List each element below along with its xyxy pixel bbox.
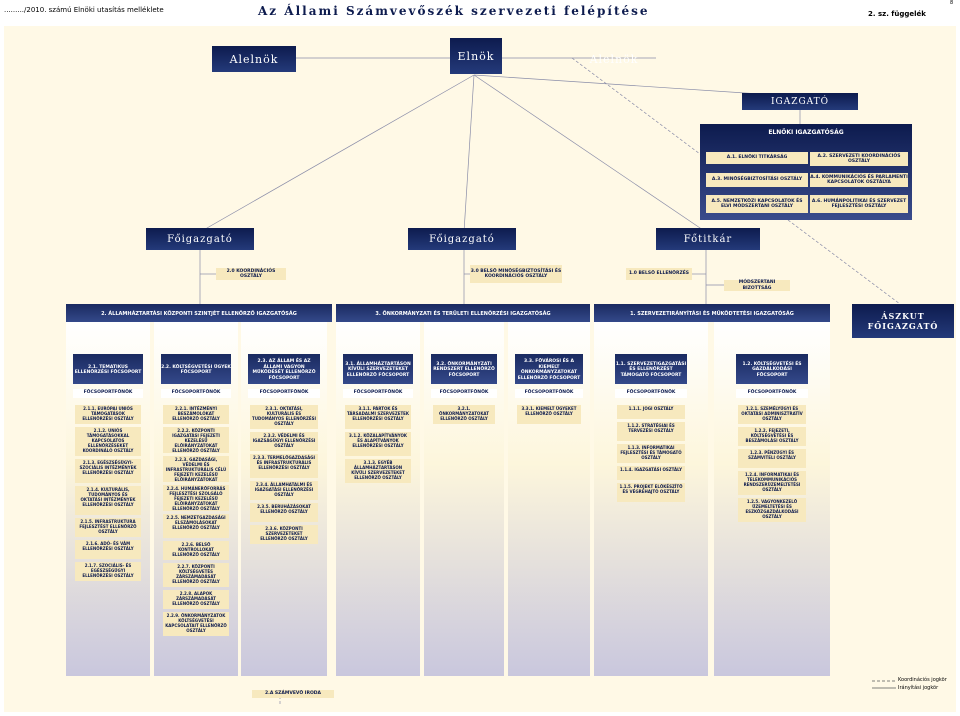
department-box: 2.1.7. SZOCIÁLIS- ÉS EGÉSZSÉGÜGYI ELLENŐ… <box>75 562 141 581</box>
directorate-1: 1. SZERVEZETIRÁNYÍTÁSI ÉS MŰKÖDTETÉSI IG… <box>594 304 830 322</box>
group-head: 1.2. KÖLTSÉGVETÉSI ÉS GAZDÁLKODÁSI FŐCSO… <box>736 354 808 384</box>
department-box: 2.1.4. KULTURÁLIS, TUDOMÁNYOS ÉS OKTATÁS… <box>75 486 141 515</box>
legend-iranyit: Irányítási jogkör <box>898 685 939 691</box>
staff-unit-koord: 2.0 KOORDINÁCIÓS OSZTÁLY <box>216 268 286 280</box>
alelnok-left-box: Alelnök <box>212 46 296 72</box>
elnoki-unit: A.3. MINŐSÉGBIZTOSÍTÁSI OSZTÁLY <box>706 173 808 187</box>
department-box: 2.2.1. INTÉZMÉNYI BESZÁMOLÓKAT ELLENŐRZŐ… <box>163 405 229 424</box>
group-leader-label: FŐCSOPORTFŐNÖK <box>343 389 413 398</box>
szamvevo-iroda: 2.A SZÁMVEVŐ IRODA <box>252 690 334 698</box>
alelnok-right-box: Alelnök <box>589 52 639 66</box>
appendix-label: 2. sz. függelék <box>868 10 926 18</box>
department-box: 1.2.2. FEJEZETI, KÖLTSÉGVETÉSI ÉS BESZÁM… <box>738 427 806 446</box>
elnoki-unit: A.4. KOMMUNIKÁCIÓS ÉS PARLAMENTI KAPCSOL… <box>810 173 908 187</box>
group-head: 1.1. SZERVEZETIGAZGATÁSI ÉS ELLENŐRZÉST … <box>615 354 687 384</box>
fotitkar-box: Főtitkár <box>656 228 760 250</box>
department-box: 1.2.4. INFORMATIKAI ÉS TELEKOMMUNIKÁCIÓS… <box>738 471 806 495</box>
staff-unit-modszertani: MÓDSZERTANI BIZOTTSÁG <box>724 280 790 291</box>
elnoki-unit: A.1. ELNÖKI TITKÁRSÁG <box>706 152 808 164</box>
foigazgato-left-box: Főigazgató <box>146 228 254 250</box>
group-head: 3.1. ÁLLAMHÁZTARTÁSON KÍVÜLI SZERVEZETEK… <box>343 354 413 384</box>
group-head: 2.2. KÖLTSÉGVETÉSI ÜGYEK FŐCSOPORT <box>161 354 231 384</box>
directorate-3: 3. ÖNKORMÁNYZATI ÉS TERÜLETI ELLENŐRZÉSI… <box>336 304 590 322</box>
department-box: 2.1.3. EGÉSZSÉGÜGYI-SZOCIÁLIS INTÉZMÉNYE… <box>75 459 141 483</box>
department-box: 2.3.4. ÁLLAMHATALMI ÉS IGAZGATÁSI ELLENŐ… <box>250 481 318 500</box>
document-reference: ........./2010. számú Elnöki utasítás me… <box>4 6 164 14</box>
department-box: 2.2.4. HUMÁNERŐFORRÁS FEJLESZTÉSI SZOLGÁ… <box>163 485 229 511</box>
department-box: 2.2.9. ÖNKORMÁNYZATOK KÖLTSÉGVETÉSI KAPC… <box>163 612 229 636</box>
department-box: 1.1.3. INFORMATIKAI FEJLESZTÉSI ÉS TÁMOG… <box>617 444 685 463</box>
department-box: 2.1.1. EURÓPAI UNIÓS TÁMOGATÁSOK ELLENŐR… <box>75 405 141 424</box>
department-box: 2.1.6. ADÓ- ÉS VÁM ELLENŐRZÉSI OSZTÁLY <box>75 540 141 559</box>
department-box: 2.2.2. KÖZPONTI IGAZGATÁSI FEJEZETI KEZE… <box>163 427 229 453</box>
department-box: 2.3.2. VÉDELMI ÉS IGAZSÁGÜGYI ELLENŐRZÉS… <box>250 432 318 451</box>
department-box: 3.1.1. PÁRTOK ÉS TÁRSADALMI SZERVEZETEK … <box>345 405 411 429</box>
elnoki-unit: A.6. HUMÁNPOLITIKAI ÉS SZERVEZET FEJLESZ… <box>810 195 908 213</box>
elnoki-unit: A.2. SZERVEZETI KOORDINÁCIÓS OSZTÁLY <box>810 152 908 166</box>
department-box: 3.2.1. ÖNKORMÁNYZATOKAT ELLENŐRZŐ OSZTÁL… <box>433 405 495 424</box>
department-box: 1.2.5. VAGYONKEZELŐ ÜZEMELTETÉSI ÉS ESZK… <box>738 498 806 522</box>
group-leader-label: FŐCSOPORTFŐNÖK <box>73 389 143 398</box>
department-box: 2.3.5. BERUHÁZÁSOKAT ELLENŐRZŐ OSZTÁLY <box>250 503 318 522</box>
igazgato-box: IGAZGATÓ <box>742 93 858 110</box>
group-leader-label: FŐCSOPORTFŐNÖK <box>515 389 583 398</box>
group-leader-label: FŐCSOPORTFŐNÖK <box>736 389 808 398</box>
department-box: 2.2.6. BELSŐ KONTROLLOKAT ELLENŐRZŐ OSZT… <box>163 541 229 560</box>
legend-koord: Koordinációs jogkör <box>898 677 947 683</box>
elnoki-unit: A.5. NEMZETKÖZI KAPCSOLATOK ÉS ELVI MÓDS… <box>706 195 808 213</box>
corner-mark: 8 <box>950 0 954 6</box>
department-box: 2.3.1. OKTATÁSI, KULTURÁLIS ÉS TUDOMÁNYO… <box>250 405 318 429</box>
group-head: 3.3. FŐVÁROSI ÉS A KIEMELT ÖNKORMÁNYZATO… <box>515 354 583 384</box>
department-box: 1.1.2. STRATÉGIAI ÉS TERVEZÉSI OSZTÁLY <box>617 422 685 441</box>
department-box: 2.3.3. TERMELŐGAZDASÁGI ÉS INFRASTRUKTUR… <box>250 454 318 478</box>
elnoki-igazgatosag-title: ELNÖKI IGAZGATÓSÁG <box>768 128 844 136</box>
group-leader-label: FŐCSOPORTFŐNÖK <box>161 389 231 398</box>
department-box: 2.2.3. GAZDASÁGI, VÉDELMI ÉS INFRASTRUKT… <box>163 456 229 482</box>
department-box: 3.1.2. KÖZALAPÍTVÁNYOK ÉS ALAPÍTVÁNYOK E… <box>345 432 411 456</box>
group-leader-label: FŐCSOPORTFŐNÖK <box>248 389 320 398</box>
group-leader-label: FŐCSOPORTFŐNÖK <box>615 389 687 398</box>
department-box: 2.2.8. ALAPOK ZÁRSZÁMADÁSÁT ELLENŐRZŐ OS… <box>163 590 229 609</box>
department-box: 3.1.3. EGYÉB ÁLLAMHÁZTARTÁSON KÍVÜLI SZE… <box>345 459 411 483</box>
group-head: 2.1. TEMATIKUS ELLENŐRZÉSI FŐCSOPORT <box>73 354 143 384</box>
aszkut-box: ÁSZKUT FŐIGAZGATÓ <box>852 304 954 338</box>
page-title: Az Állami Számvevőszék szervezeti felépí… <box>258 4 650 18</box>
elnok-box: Elnök <box>450 38 502 74</box>
department-box: 2.2.5. NEMZETGAZDASÁGI ELSZÁMOLÁSOKAT EL… <box>163 514 229 538</box>
staff-unit-belso-ell: 1.0 BELSŐ ELLENŐRZÉS <box>626 268 692 280</box>
department-box: 1.1.1. JOGI OSZTÁLY <box>617 405 685 419</box>
directorate-2: 2. ÁLLAMHÁZTARTÁSI KÖZPONTI SZINTJÉT ELL… <box>66 304 332 322</box>
department-box: 2.1.5. INFRASTRUKTURA FEJLESZTÉST ELLENŐ… <box>75 518 141 537</box>
group-head: 2.3. AZ ÁLLAM ÉS AZ ÁLLAMI VAGYON MŰKÖDÉ… <box>248 354 320 384</box>
foigazgato-mid-box: Főigazgató <box>408 228 516 250</box>
department-box: 3.3.1. KIEMELT ÜGYEKET ELLENŐRZŐ OSZTÁLY <box>517 405 581 424</box>
legend-lines <box>872 680 896 689</box>
department-box: 2.2.7. KÖZPONTI KÖLTSÉGVETÉS ZÁRSZÁMADÁS… <box>163 563 229 587</box>
department-box: 2.3.6. KÖZPONTI SZERVEZETEKET ELLENŐRZŐ … <box>250 525 318 544</box>
department-box: 1.1.5. PROJEKT ELŐKÉSZÍTŐ ÉS VÉGREHAJTÓ … <box>617 483 685 502</box>
department-box: 1.1.4. IGAZGATÁSI OSZTÁLY <box>617 466 685 480</box>
department-box: 2.1.2. UNIÓS TÁMOGATÁSOKKAL KAPCSOLATOS … <box>75 427 141 456</box>
department-box: 1.2.3. PÉNZÜGYI ÉS SZÁMVITELI OSZTÁLY <box>738 449 806 468</box>
staff-unit-belso-min: 3.0 BELSŐ MINŐSÉGBIZTOSÍTÁSI ÉS KOORDINÁ… <box>470 265 562 283</box>
group-head: 3.2. ÖNKORMÁNYZATI RENDSZERT ELLENŐRZŐ F… <box>431 354 497 384</box>
department-box: 1.2.1. SZEMÉLYÜGYI ÉS OKTATÁSI ADMINISZT… <box>738 405 806 424</box>
group-leader-label: FŐCSOPORTFŐNÖK <box>431 389 497 398</box>
